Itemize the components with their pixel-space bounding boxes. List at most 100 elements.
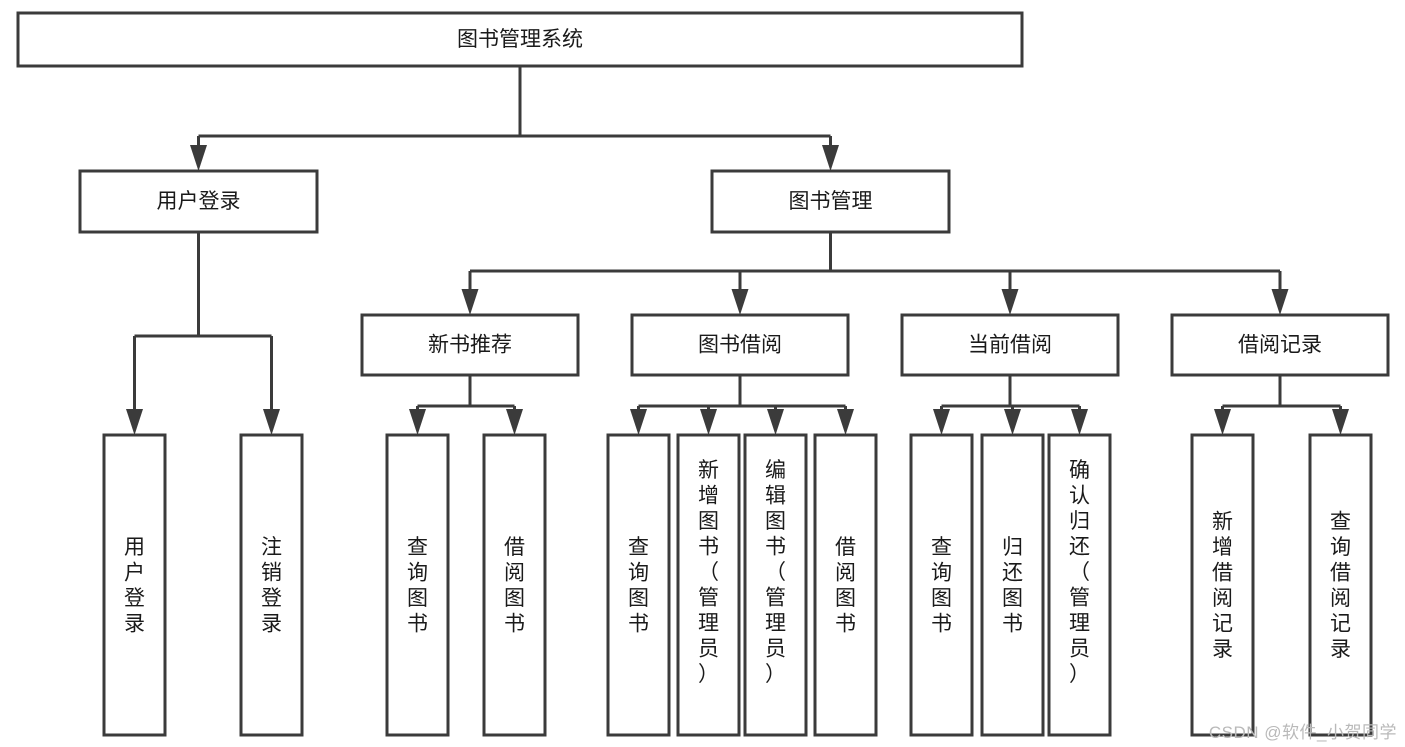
node-label-char: 图 [1002,587,1023,610]
node-label-char: 户 [124,561,145,584]
node-leaf-user-login[interactable]: 用户登录 [102,433,167,737]
node-label-char: （ [1069,561,1090,584]
node-label-char: ） [765,663,786,686]
arrow-head-icon [190,145,207,171]
arrow-head-icon [767,409,784,435]
node-label-char: 归 [1069,510,1090,533]
node-label-char: 书 [765,535,786,558]
node-label-char: 销 [261,561,282,584]
arrow-head-icon [933,409,950,435]
node-label-char: 阅 [1330,587,1351,610]
node-label-char: 书 [931,612,952,635]
node-book-borrow[interactable]: 图书借阅 [630,313,850,377]
node-label-char: 注 [261,536,282,559]
csdn-watermark: CSDN @软件_小贺同学 [1208,723,1397,742]
node-label-char: 还 [1069,535,1090,558]
node-book-manage[interactable]: 图书管理 [710,169,951,234]
node-label-char: 借 [504,536,525,559]
node-label-char: 管 [765,586,786,609]
arrow-head-icon [126,409,143,435]
node-layer: 图书管理系统用户登录图书管理新书推荐图书借阅当前借阅借阅记录用户登录注销登录查询… [16,11,1390,737]
node-label-char: 还 [1002,561,1023,584]
node-borrow-record[interactable]: 借阅记录 [1170,313,1390,377]
node-label: 图书借阅 [698,334,782,357]
node-label: 借阅记录 [1238,334,1322,357]
node-label-char: 书 [628,612,649,635]
node-label-char: 图 [628,587,649,610]
node-label: 新书推荐 [428,334,512,357]
node-label-char: 用 [124,536,145,559]
arrow-head-icon [700,409,717,435]
arrow-head-icon [1271,289,1289,315]
node-box [630,313,850,377]
node-box [482,433,547,737]
node-label-char: 记 [1330,612,1351,635]
node-user-login[interactable]: 用户登录 [78,169,319,234]
node-box [676,433,741,737]
node-label-char: 管 [698,586,719,609]
node-box [743,433,808,737]
node-label-char: 借 [835,536,856,559]
node-box [1170,313,1390,377]
node-label-char: （ [765,561,786,584]
node-label-char: 录 [1212,638,1233,661]
node-label-char: 图 [407,587,428,610]
node-label: 图书管理 [789,190,873,213]
node-label-char: 认 [1069,484,1090,507]
node-label-char: 查 [628,536,649,559]
node-label-char: （ [698,561,719,584]
node-label-char: 查 [407,536,428,559]
node-label: 当前借阅 [968,334,1052,357]
arrow-head-icon [837,409,854,435]
node-label-char: 图 [931,587,952,610]
node-box [606,433,671,737]
arrow-head-icon [1001,289,1019,315]
node-box [813,433,878,737]
node-label-char: 理 [1069,612,1090,635]
node-new-book-rec[interactable]: 新书推荐 [360,313,580,377]
arrow-head-icon [822,145,839,171]
node-root[interactable]: 图书管理系统 [16,11,1024,68]
node-label-char: 借 [1330,561,1351,584]
connector-layer [126,66,1349,435]
node-box [78,169,319,234]
node-label-char: 登 [124,587,145,610]
node-label-char: 查 [1330,510,1351,533]
node-label-char: ） [698,663,719,686]
node-label-char: 记 [1212,612,1233,635]
node-box [1047,433,1112,737]
node-label: 用户登录 [157,190,241,213]
node-current-borrow[interactable]: 当前借阅 [900,313,1120,377]
arrow-head-icon [461,289,479,315]
node-label-char: 理 [765,612,786,635]
node-label-char: 员 [765,637,786,660]
node-label-char: 新 [1212,510,1233,533]
node-label-char: 阅 [1212,587,1233,610]
node-label-char: 查 [931,536,952,559]
arrow-head-icon [630,409,647,435]
node-label: 图书管理系统 [457,28,583,51]
node-box [900,313,1120,377]
node-label-char: 书 [1002,612,1023,635]
node-label-char: 增 [698,484,719,507]
node-label-char: 图 [835,587,856,610]
node-box [1308,433,1373,737]
arrow-head-icon [409,409,426,435]
arrow-head-icon [1332,409,1349,435]
node-label-char: 借 [1212,561,1233,584]
arrow-head-icon [506,409,523,435]
node-label-char: 录 [1330,638,1351,661]
